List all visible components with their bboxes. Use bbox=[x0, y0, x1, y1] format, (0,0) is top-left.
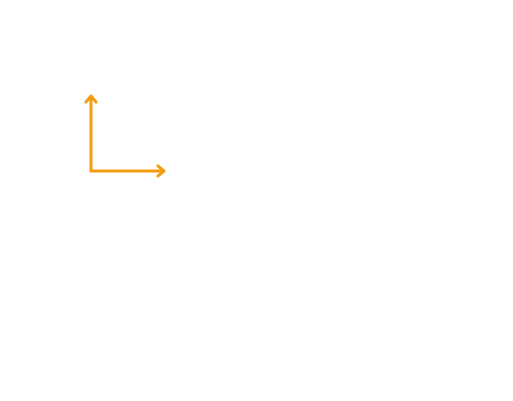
x-axis-arrowhead-icon bbox=[156, 164, 166, 178]
y-axis-arrowhead-icon bbox=[84, 94, 98, 104]
